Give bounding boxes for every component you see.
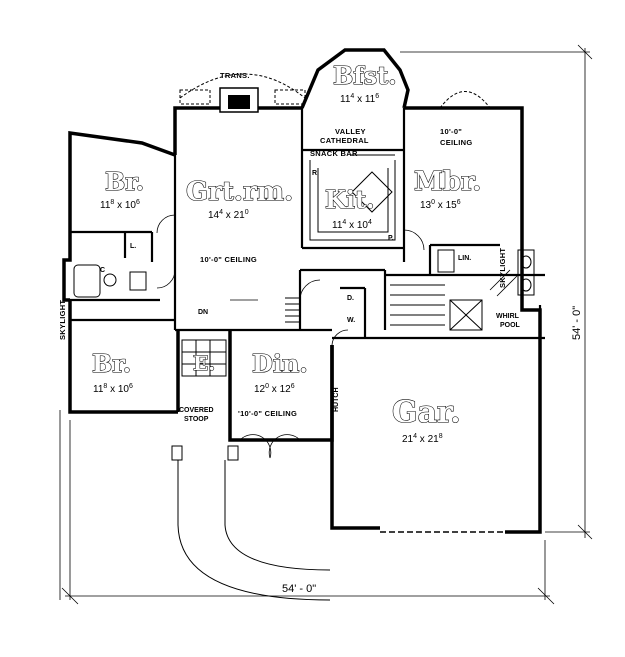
master-bedroom-name: Mbr. [414, 167, 481, 197]
bedroom-top-name: Br. [105, 167, 144, 196]
diagonal-hatch [489, 269, 518, 297]
linen-label: LIN. [458, 255, 471, 262]
overall-width-label: 54' - 0" [282, 583, 316, 595]
dryer-label: D. [347, 295, 354, 302]
bedroom-bottom-name: Br. [92, 349, 131, 378]
refrigerator-label: R. [312, 170, 319, 177]
closet-label: C [100, 267, 105, 274]
whirlpool-label-2: POOL [500, 322, 521, 329]
breakfast-name: Bfst. [333, 61, 397, 90]
skylight-right-label: SKYLIGHT [498, 248, 507, 288]
stoop-label-2: STOOP [184, 416, 209, 423]
entry-name: E. [193, 351, 215, 375]
dining-ceiling: '10'-0" CEILING [238, 409, 297, 418]
trans-label: TRANS. [220, 71, 250, 80]
stoop-label-1: COVERED [179, 407, 214, 414]
bedroom-bottom-size: 118 x 106 [93, 383, 133, 395]
bedroom-top-size: 118 x 106 [100, 199, 140, 211]
valley-label-2: CATHEDRAL [320, 136, 369, 145]
great-room-ceiling: 10'-0" CEILING [200, 255, 257, 264]
garage-name: Gar. [392, 395, 461, 430]
valley-label-1: VALLEY [335, 127, 366, 136]
interior-walls [70, 108, 545, 440]
walkway [171, 445, 331, 601]
fixtures [73, 154, 535, 377]
master-ceiling-2: CEILING [440, 138, 473, 147]
kitchen-size: 114 x 104 [332, 219, 372, 231]
snack-bar-label: SNACK BAR [310, 149, 358, 158]
doors [156, 214, 425, 459]
dining-size: 120 x 126 [254, 383, 295, 395]
washer-label: W. [347, 317, 355, 324]
great-room-name: Grt.rm. [186, 177, 293, 207]
overall-depth-label: 54' - 0" [571, 306, 583, 340]
stairs-down-label: DN [198, 309, 208, 316]
dining-name: Din. [252, 349, 308, 378]
great-room-size: 144 x 210 [208, 209, 249, 221]
hutch-label: HUTCH [333, 388, 340, 413]
breakfast-size: 114 x 116 [340, 93, 379, 105]
master-ceiling-1: 10'-0" [440, 127, 462, 136]
fireplace [219, 87, 259, 113]
rear-deck-outline [179, 73, 491, 109]
master-bedroom-size: 130 x 156 [420, 199, 461, 211]
skylight-left-label: SKYLIGHT [58, 300, 67, 340]
garage-size: 214 x 218 [402, 433, 443, 445]
whirlpool-label-1: WHIRL [496, 313, 520, 320]
linen-closet-label: L. [130, 243, 136, 250]
dimension-lines [59, 44, 593, 605]
pantry-label: P. [388, 235, 394, 242]
kitchen-name: Kit. [325, 185, 374, 214]
